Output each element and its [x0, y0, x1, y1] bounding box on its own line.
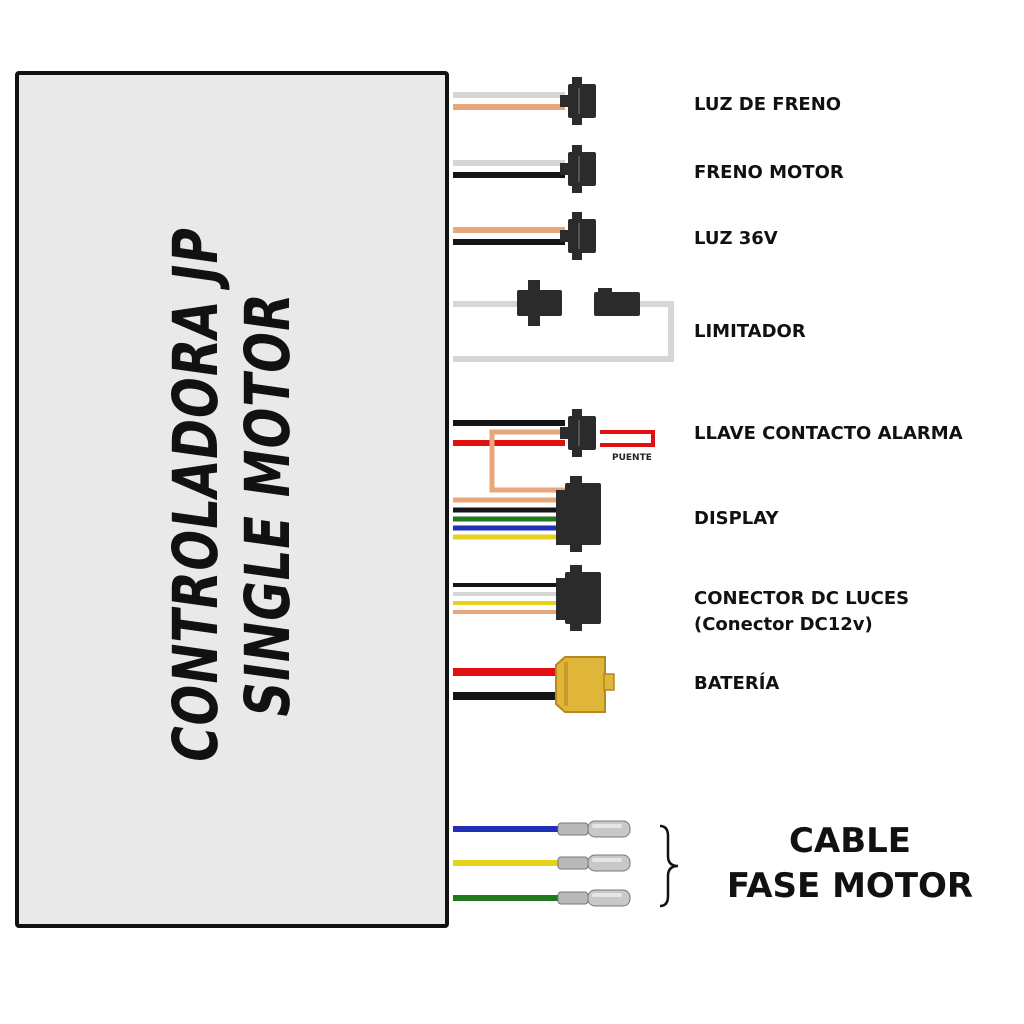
dc-luces-connector-icon [556, 565, 601, 631]
jst-connector-icon [560, 145, 596, 193]
curly-brace-icon [659, 824, 679, 908]
label-freno-motor: FRENO MOTOR [694, 162, 844, 183]
label-display: DISPLAY [694, 508, 779, 529]
label-puente: PUENTE [612, 453, 652, 463]
xt60-connector-icon [555, 656, 615, 713]
label-limitador: LIMITADOR [694, 321, 806, 342]
luz-36v-wires [453, 227, 565, 245]
bullet-terminal-icon [557, 820, 631, 838]
bateria-wires [453, 668, 565, 700]
display-connector-icon [556, 476, 601, 552]
label-fase-motor: FASE MOTOR [726, 866, 974, 906]
label-cable: CABLE [788, 821, 912, 861]
display-wires [453, 497, 565, 540]
luz-freno-wires [453, 92, 565, 110]
label-luz-freno: LUZ DE FRENO [694, 94, 842, 115]
freno-motor-wires [453, 160, 565, 178]
label-conector-dc-2: (Conector DC12v) [694, 614, 873, 635]
limitador-connector-right [594, 288, 640, 316]
bullet-terminal-icon [557, 889, 631, 907]
fase-wires [453, 826, 560, 901]
limitador-connector-left [517, 280, 562, 326]
label-luz-36v: LUZ 36V [694, 228, 778, 249]
puente-jumper [600, 430, 655, 447]
controller-box [15, 71, 449, 928]
jst-connector-icon [560, 212, 596, 260]
limitador-wires [453, 301, 674, 362]
label-bateria: BATERÍA [694, 673, 780, 694]
label-conector-dc-1: CONECTOR DC LUCES [694, 588, 910, 609]
label-llave: LLAVE CONTACTO ALARMA [694, 423, 963, 444]
dc-luces-wires [453, 583, 565, 614]
jst-connector-icon [560, 409, 596, 457]
bullet-terminal-icon [557, 854, 631, 872]
llave-wires [453, 420, 565, 493]
jst-connector-icon [560, 77, 596, 125]
